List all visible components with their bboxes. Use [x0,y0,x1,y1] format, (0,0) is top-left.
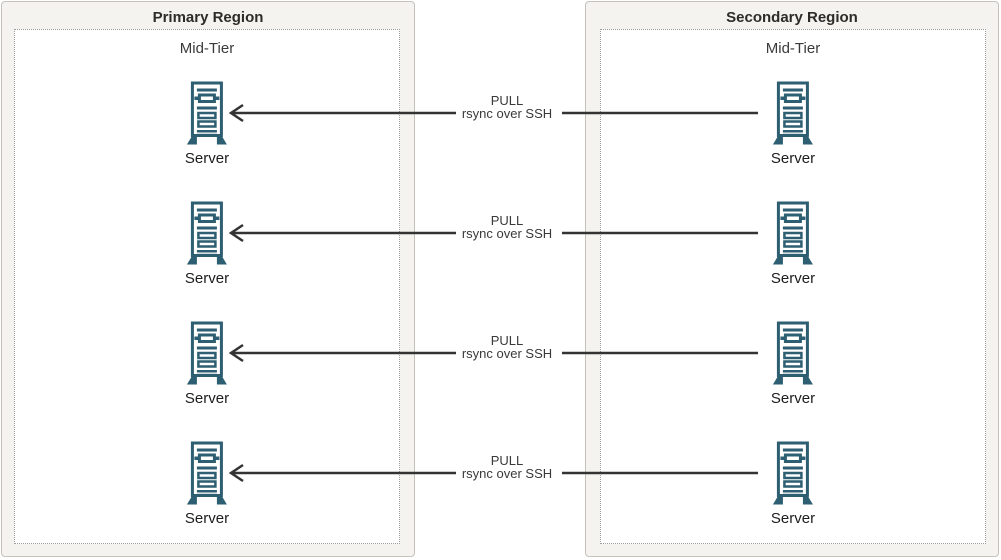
server-node: Server [185,201,229,287]
midtier-label: Mid-Tier [765,40,821,57]
server-node: Server [185,441,229,527]
connection-label-line2: rsync over SSH [461,466,553,481]
server-icon [185,321,229,385]
region-title: Primary Region [152,9,264,26]
server-icon [771,441,815,505]
region-primary: Primary Region Mid-Tier Server Server Se… [1,1,415,557]
connection-label-line2: rsync over SSH [461,226,553,241]
server-label: Server [770,390,816,407]
region-title: Secondary Region [726,9,858,26]
server-icon [185,81,229,145]
server-icon [771,81,815,145]
connection-label-line1: PULL [490,213,524,228]
server-icon [771,201,815,265]
server-label: Server [184,510,230,527]
connection-label-line2: rsync over SSH [461,106,553,121]
region-secondary: Secondary Region Mid-Tier Server Server … [585,1,999,557]
midtier-box-secondary: Mid-Tier Server Server Server Server [600,29,986,544]
server-label: Server [770,270,816,287]
connection-label-line1: PULL [490,453,524,468]
connection-label-line1: PULL [490,333,524,348]
server-label: Server [770,510,816,527]
server-label: Server [184,390,230,407]
connection-label: PULL rsync over SSH [417,94,597,120]
server-icon [185,201,229,265]
server-node: Server [771,441,815,527]
midtier-label: Mid-Tier [179,40,235,57]
connection-label: PULL rsync over SSH [417,454,597,480]
server-node: Server [185,321,229,407]
connection-label: PULL rsync over SSH [417,334,597,360]
server-icon [185,441,229,505]
server-label: Server [184,150,230,167]
connection-label: PULL rsync over SSH [417,214,597,240]
connection-label-line1: PULL [490,93,524,108]
server-node: Server [771,321,815,407]
server-label: Server [770,150,816,167]
server-node: Server [771,201,815,287]
server-node: Server [185,81,229,167]
server-icon [771,321,815,385]
midtier-box-primary: Mid-Tier Server Server Server Server [14,29,400,544]
server-label: Server [184,270,230,287]
server-node: Server [771,81,815,167]
connection-label-line2: rsync over SSH [461,346,553,361]
